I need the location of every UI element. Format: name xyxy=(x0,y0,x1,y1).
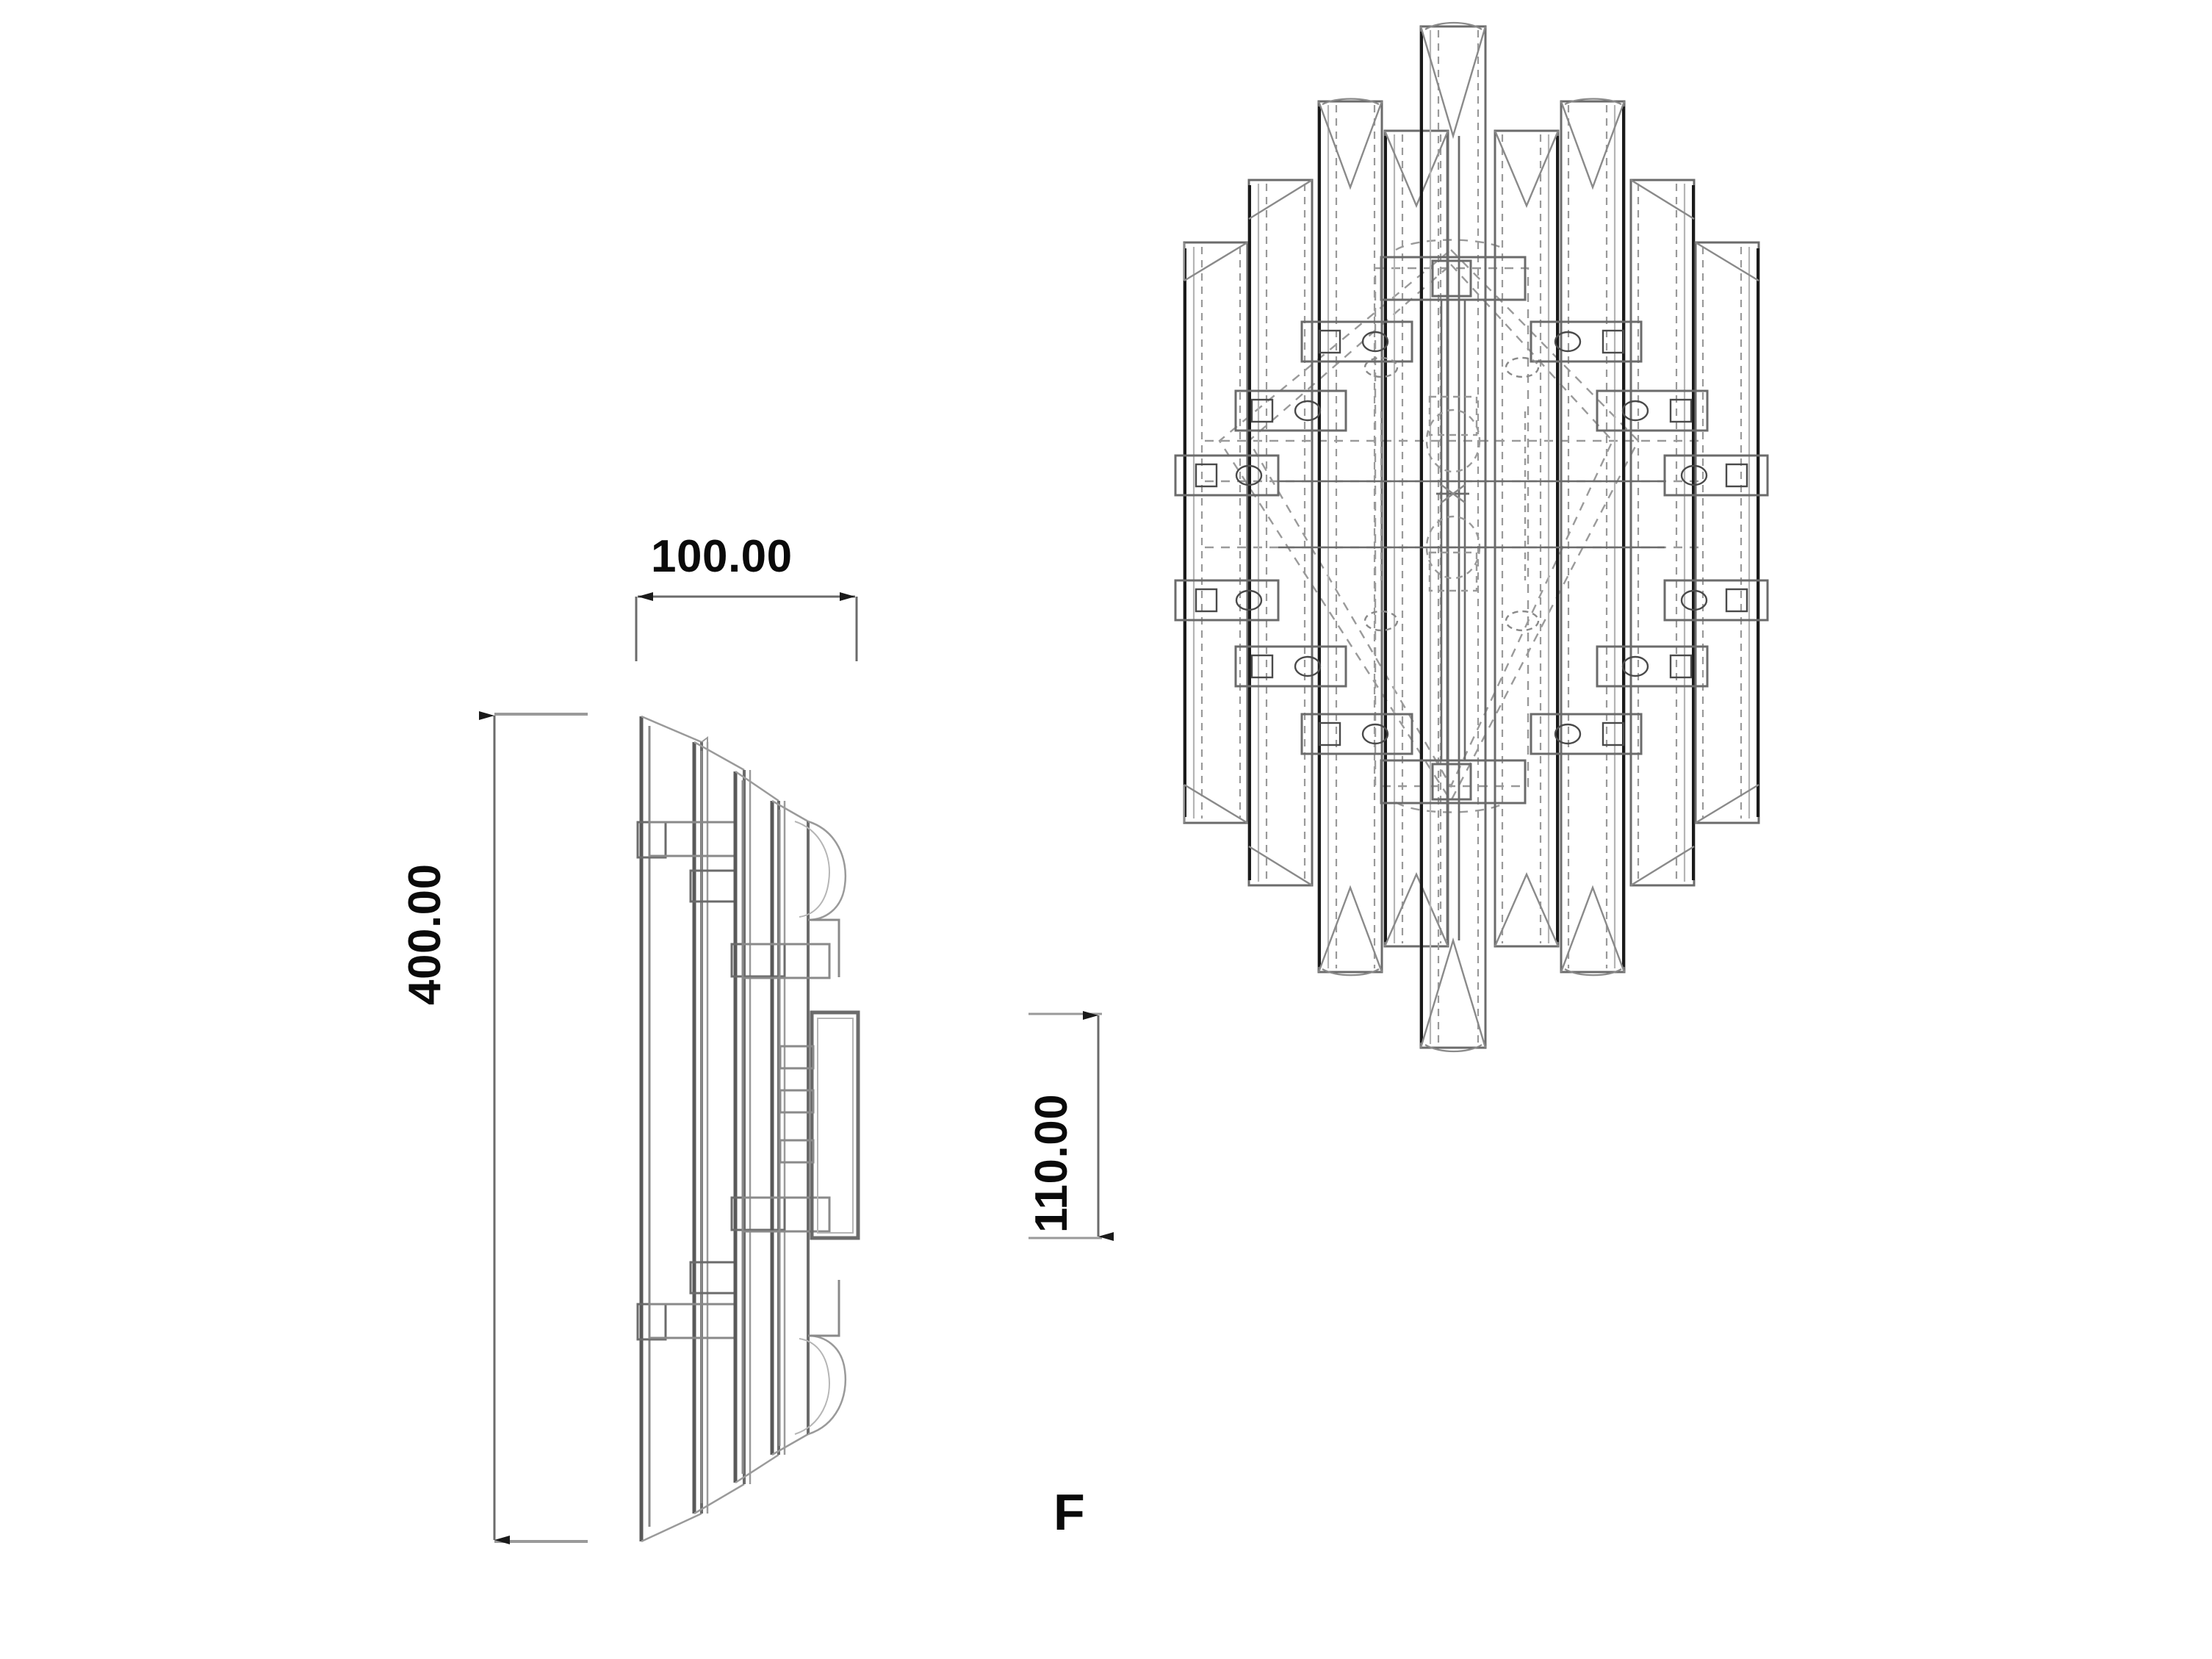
dimension-width-label: 100.00 xyxy=(651,531,793,582)
front-central-backplate xyxy=(1380,256,1527,805)
side-rod-layer-3 xyxy=(730,770,786,1484)
front-detail-marks xyxy=(1363,356,1540,632)
front-rod-1 xyxy=(1183,241,1249,824)
side-rod-layer-4 xyxy=(770,799,847,1456)
front-rod-8 xyxy=(1629,179,1696,887)
side-connector-bars-b xyxy=(741,943,831,1233)
dimension-depth-label: 110.00 xyxy=(1026,1093,1077,1233)
front-rod-3 xyxy=(1317,98,1383,976)
front-rod-5-center xyxy=(1419,21,1487,1053)
front-hidden-construction xyxy=(1205,239,1704,813)
dimension-height-400 xyxy=(479,711,588,1544)
front-rod-7 xyxy=(1560,98,1626,976)
front-centerlines xyxy=(1278,480,1665,549)
dimension-width-100 xyxy=(635,592,858,661)
front-rod-2 xyxy=(1247,179,1314,887)
side-rod-layer-2 xyxy=(689,741,752,1515)
side-wall-backplate xyxy=(810,1010,860,1240)
front-view-geometry xyxy=(1174,21,1769,1053)
front-center-mark xyxy=(1436,484,1469,503)
dimension-height-label: 400.00 xyxy=(400,863,450,1005)
dimension-depth-110 xyxy=(1028,1011,1114,1241)
front-bracket-fasteners xyxy=(1195,329,1748,746)
side-mounting-stems xyxy=(779,1045,815,1164)
view-label: F xyxy=(1053,1483,1085,1541)
front-support-rails xyxy=(1174,320,1769,755)
front-rod-6 xyxy=(1494,129,1560,948)
side-view-geometry xyxy=(636,715,860,1543)
front-rod-9 xyxy=(1694,241,1760,824)
side-rod-layer-1 xyxy=(636,715,709,1543)
